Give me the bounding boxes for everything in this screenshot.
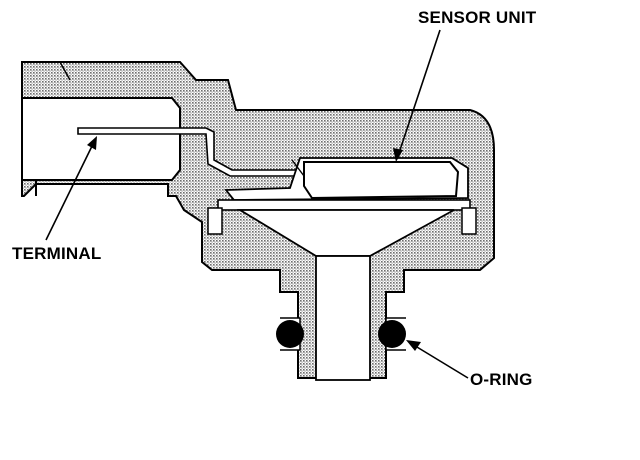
label-terminal: TERMINAL (12, 244, 102, 263)
leader-oring (411, 343, 469, 379)
right-notch (461, 207, 477, 235)
diaphragm-plate (217, 199, 471, 211)
leader-terminal (45, 141, 95, 241)
left-notch (207, 207, 223, 235)
pressure-port-bore (315, 255, 371, 381)
leader-sensor-unit (397, 29, 441, 157)
oring-right (378, 320, 406, 348)
leader-oring-arrowhead (406, 340, 421, 351)
connector-socket (21, 97, 181, 181)
oring-left (276, 320, 304, 348)
label-o-ring: O-RING (470, 370, 533, 389)
connector-ridge (59, 61, 71, 81)
sensor-lead (291, 159, 305, 177)
sensor-unit-element (303, 161, 460, 200)
leader-terminal-arrowhead (87, 136, 97, 150)
label-sensor-unit: SENSOR UNIT (418, 8, 537, 27)
leader-sensor-arrowhead (393, 148, 403, 162)
